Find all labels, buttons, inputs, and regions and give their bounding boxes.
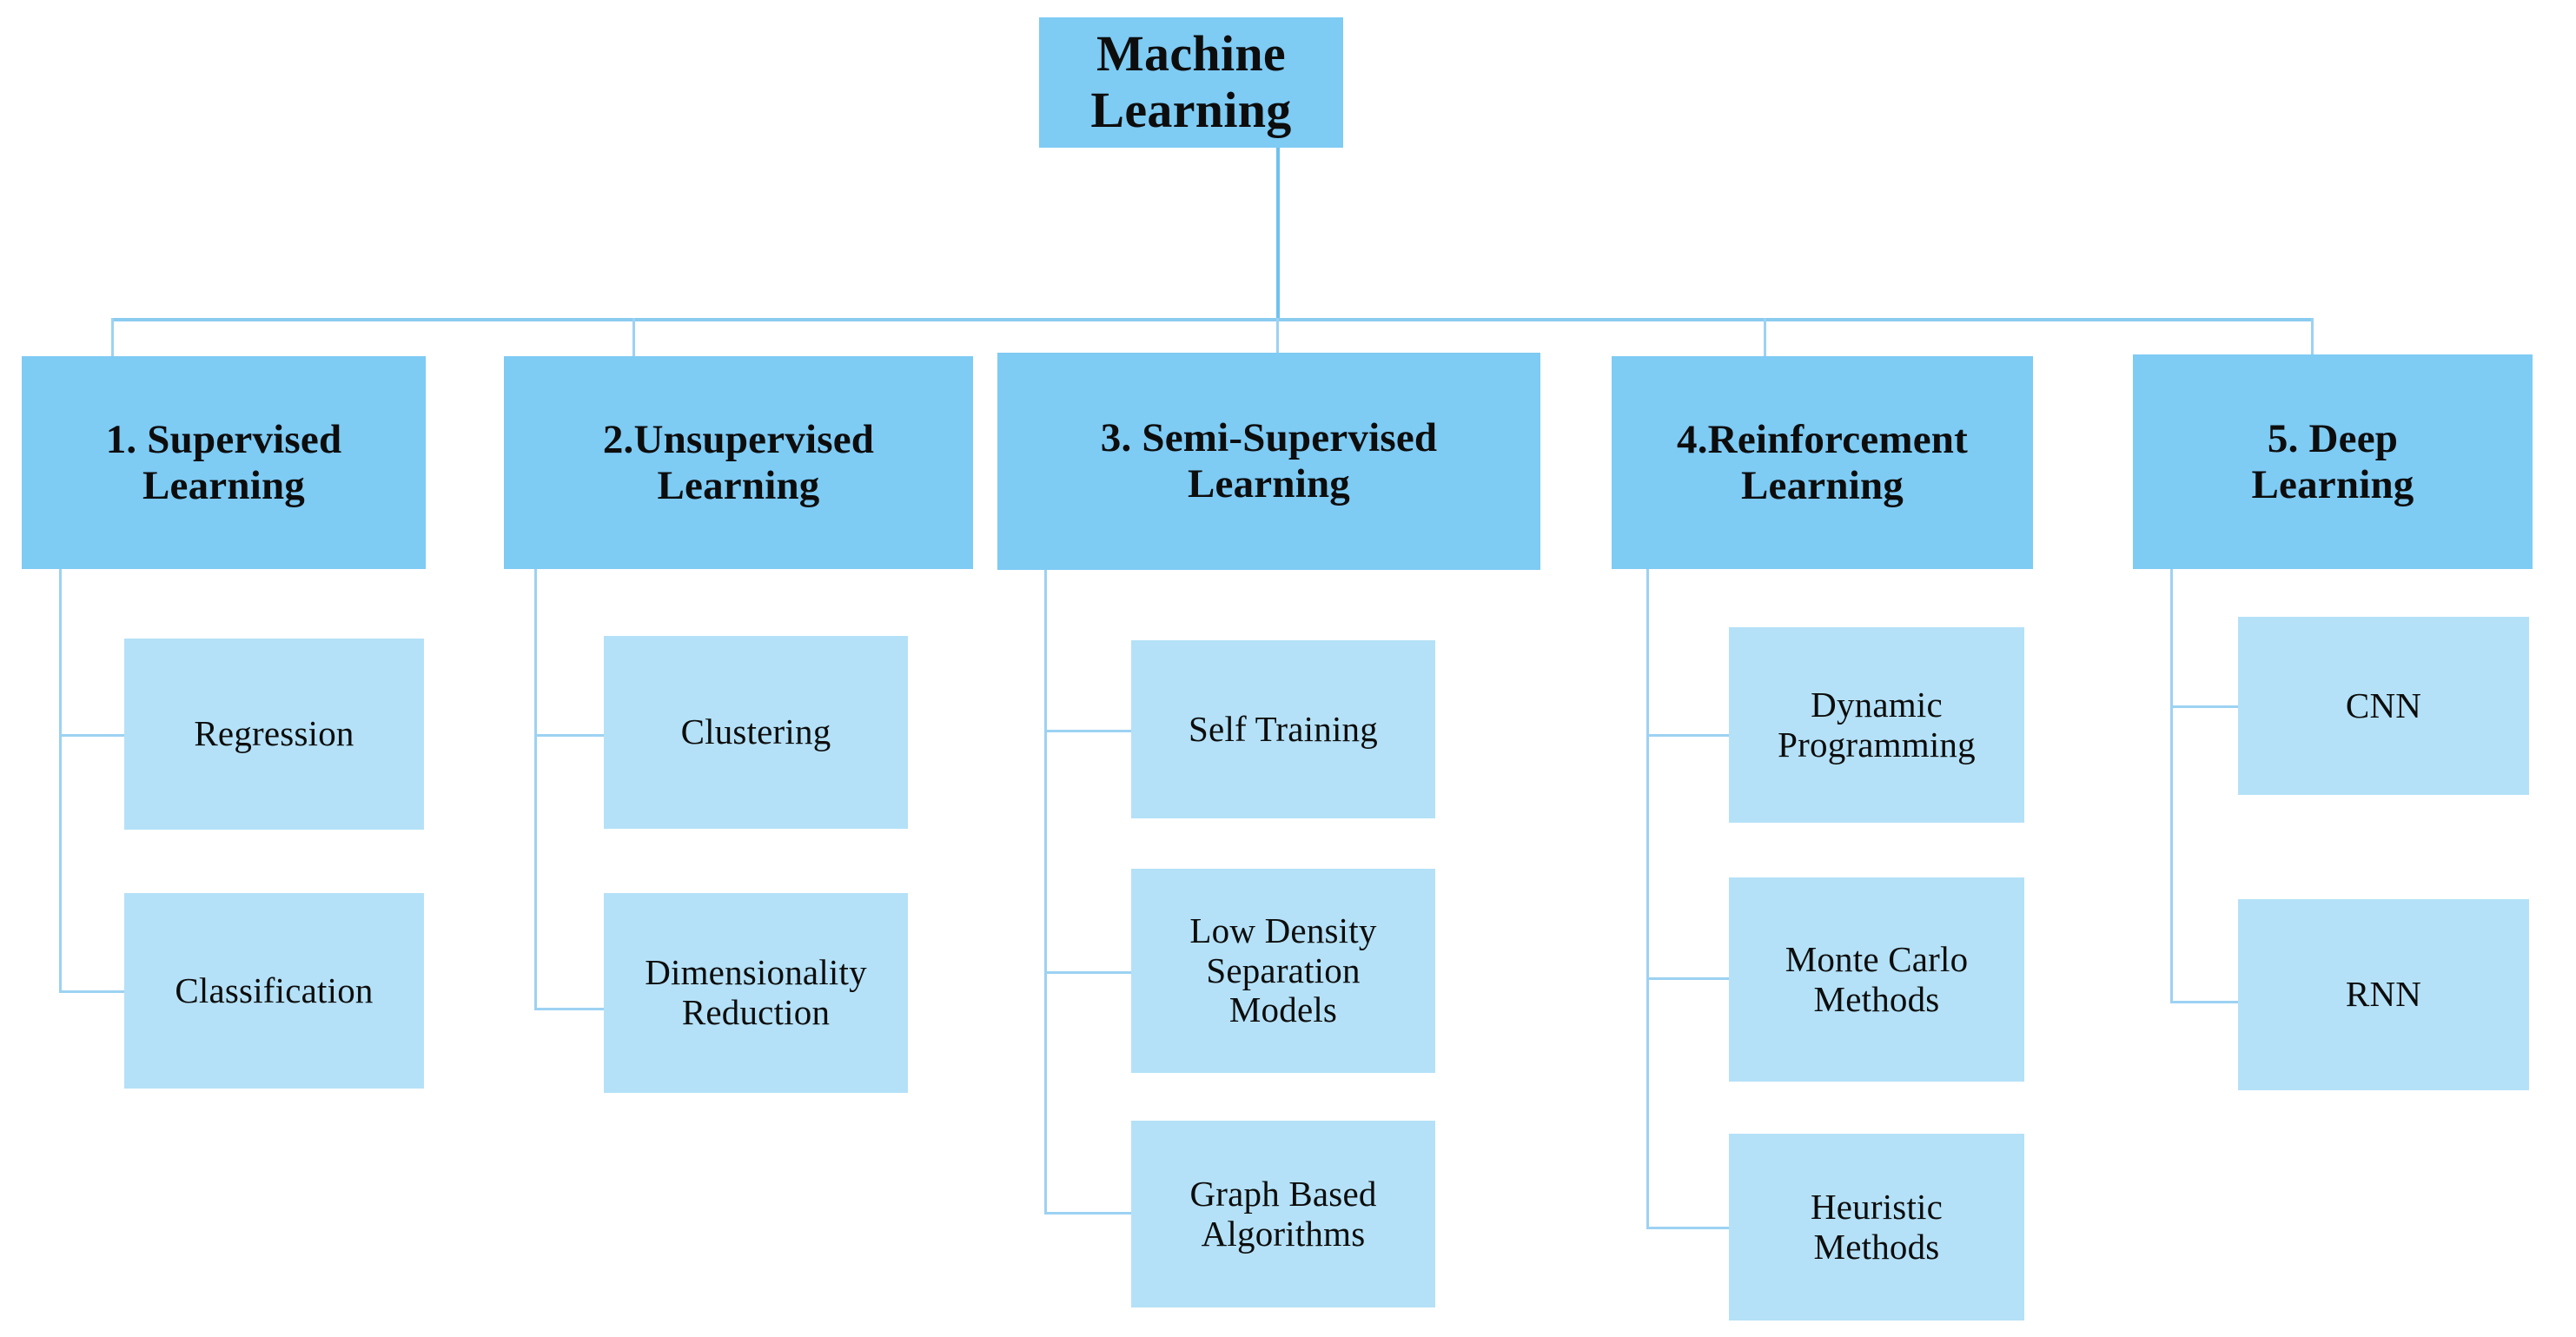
category-node-reinforcement-learning[interactable]: 4.Reinforcement Learning <box>1612 356 2033 569</box>
connector-stub-5-1 <box>2170 705 2238 708</box>
category-node-semi-supervised-learning[interactable]: 3. Semi-Supervised Learning <box>997 353 1540 570</box>
root-node-machine-learning[interactable]: Machine Learning <box>1039 17 1343 148</box>
leaf-node-cnn[interactable]: CNN <box>2238 617 2529 795</box>
connector-stub-4-1 <box>1646 734 1729 737</box>
connector-stub-4-3 <box>1646 1227 1729 1229</box>
leaf-node-regression[interactable]: Regression <box>124 639 424 830</box>
connector-stub-5-2 <box>2170 1001 2238 1003</box>
connector-root-bus <box>111 318 2314 321</box>
connector-drop-3 <box>1276 318 1279 356</box>
leaf-node-clustering[interactable]: Clustering <box>604 636 908 829</box>
leaf-node-dynamic-programming[interactable]: Dynamic Programming <box>1729 627 2024 823</box>
connector-drop-4 <box>1764 318 1766 356</box>
connector-stub-4-2 <box>1646 977 1729 980</box>
connector-stub-2-2 <box>534 1008 604 1010</box>
leaf-node-graph-based-algorithms[interactable]: Graph Based Algorithms <box>1131 1121 1435 1307</box>
leaf-node-self-training[interactable]: Self Training <box>1131 640 1435 818</box>
leaf-node-rnn[interactable]: RNN <box>2238 899 2529 1090</box>
leaf-node-low-density-separation-models[interactable]: Low Density Separation Models <box>1131 869 1435 1073</box>
connector-stub-3-2 <box>1044 971 1131 974</box>
category-node-supervised-learning[interactable]: 1. Supervised Learning <box>22 356 426 569</box>
category-node-unsupervised-learning[interactable]: 2.Unsupervised Learning <box>504 356 973 569</box>
connector-root-stem <box>1276 148 1280 320</box>
connector-drop-2 <box>632 318 635 356</box>
connector-stub-2-1 <box>534 734 604 737</box>
connector-trunk-2 <box>534 569 537 1010</box>
leaf-node-heuristic-methods[interactable]: Heuristic Methods <box>1729 1134 2024 1320</box>
connector-drop-5 <box>2311 318 2314 356</box>
leaf-node-classification[interactable]: Classification <box>124 893 424 1089</box>
leaf-node-dimensionality-reduction[interactable]: Dimensionality Reduction <box>604 893 908 1093</box>
connector-trunk-5 <box>2170 569 2173 1003</box>
connector-stub-3-3 <box>1044 1212 1131 1215</box>
connector-stub-3-1 <box>1044 730 1131 732</box>
connector-stub-1-2 <box>59 990 124 993</box>
connector-trunk-3 <box>1044 570 1047 1215</box>
connector-trunk-4 <box>1646 569 1649 1229</box>
connector-drop-1 <box>111 318 114 356</box>
connector-trunk-1 <box>59 569 62 993</box>
connector-stub-1-1 <box>59 734 124 737</box>
leaf-node-monte-carlo-methods[interactable]: Monte Carlo Methods <box>1729 877 2024 1082</box>
category-node-deep-learning[interactable]: 5. Deep Learning <box>2133 354 2533 569</box>
